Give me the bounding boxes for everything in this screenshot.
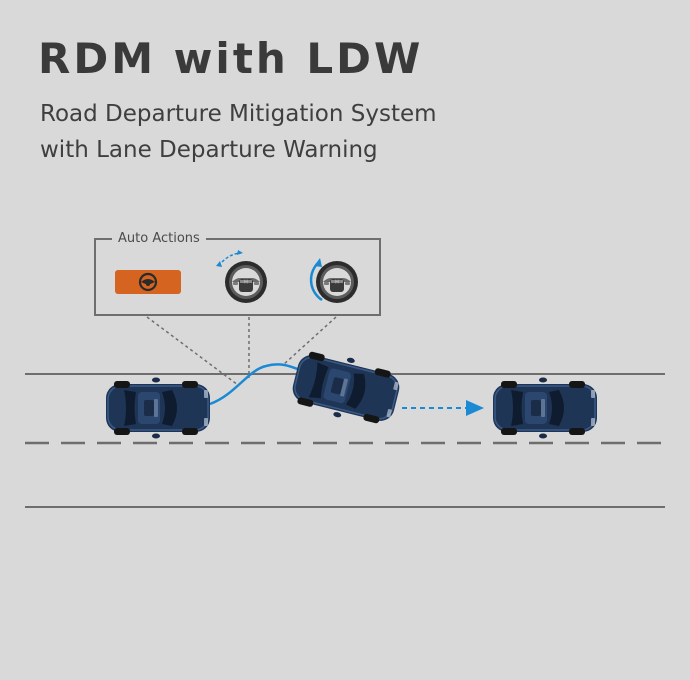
subtitle: Road Departure Mitigation System with La… (40, 96, 437, 168)
steering-wheel-vibration-icon (216, 250, 267, 303)
auto-actions-label: Auto Actions (112, 231, 206, 246)
subtitle-line-1: Road Departure Mitigation System (40, 101, 437, 127)
car-departing (287, 345, 405, 431)
car-start (105, 376, 211, 440)
car-corrected (492, 376, 598, 440)
trajectory-path (209, 363, 301, 406)
steering-wheel-assist-icon (309, 258, 358, 303)
auto-actions-panel (94, 238, 381, 316)
panel-connectors (146, 316, 337, 386)
subtitle-line-2: with Lane Departure Warning (40, 137, 378, 163)
steering-warning-icon (115, 270, 181, 294)
page-title: RDM with LDW (38, 34, 424, 83)
